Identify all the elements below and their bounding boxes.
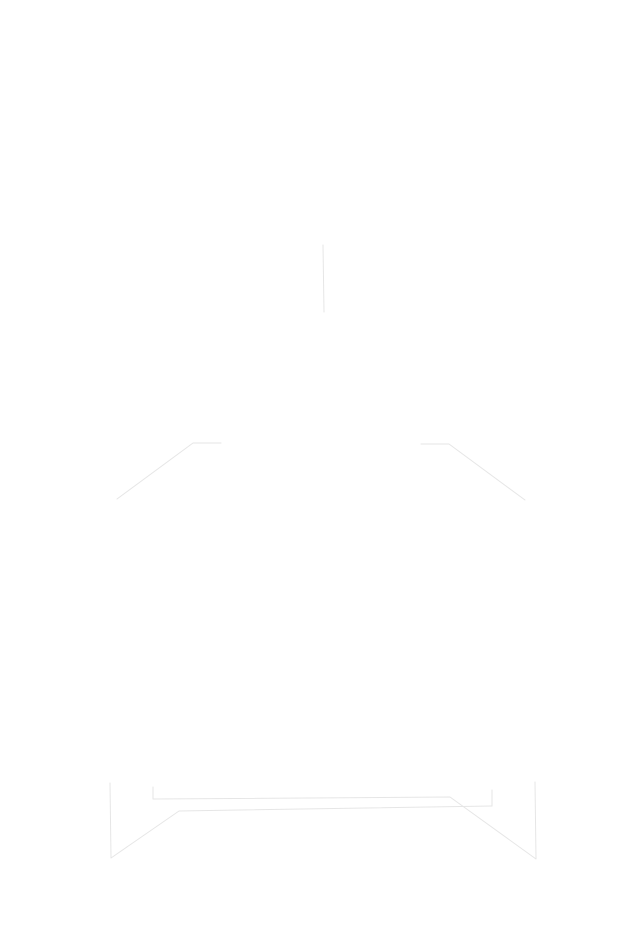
right-shoulder-line	[420, 443, 526, 501]
top-vertical-line	[322, 244, 325, 313]
base-outer-frame-right	[152, 781, 537, 860]
base-outer-frame	[109, 782, 493, 859]
left-shoulder-line	[116, 442, 222, 500]
